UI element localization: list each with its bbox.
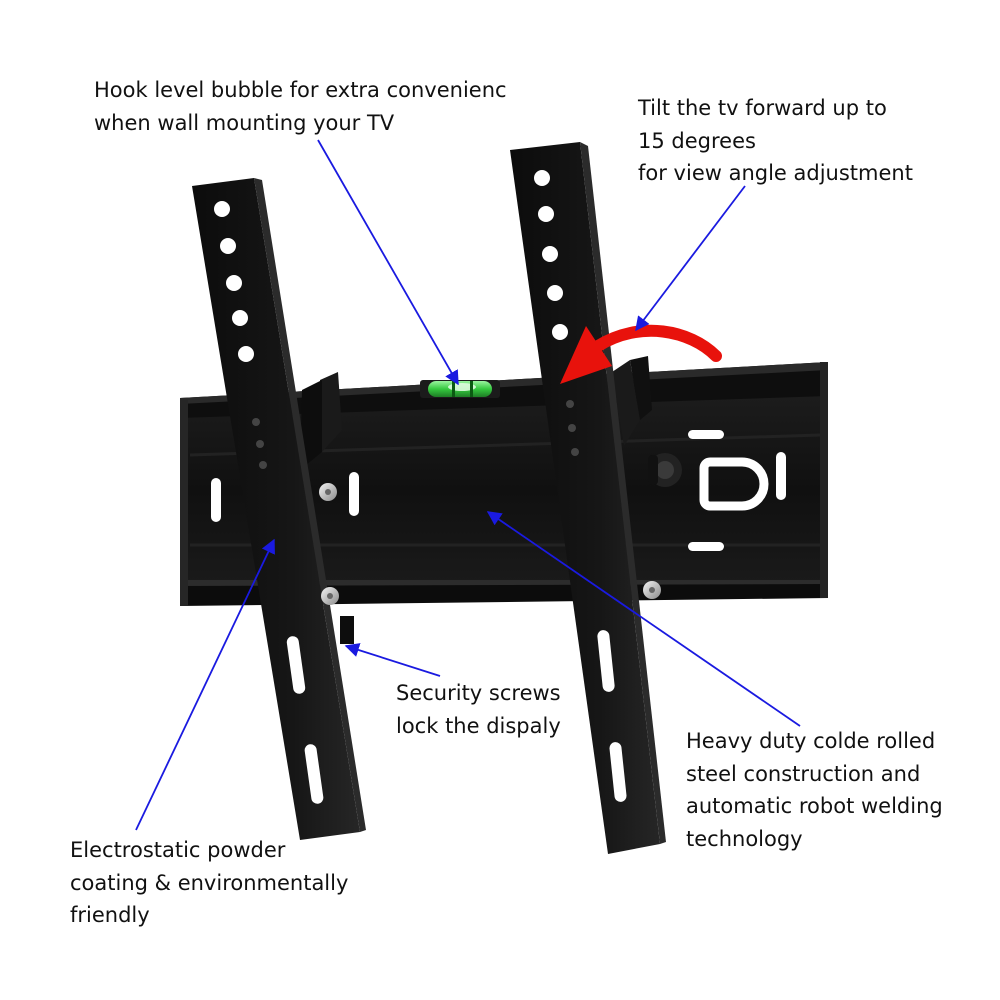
callout-line: coating & environmentally <box>70 870 349 895</box>
callout-security-screws: Security screws lock the dispaly <box>396 677 561 742</box>
left-mounting-arm <box>192 178 366 840</box>
tilt-pivot-tabs <box>300 356 652 470</box>
pointer-powder <box>135 538 275 831</box>
pointer-security-screws <box>344 643 441 677</box>
callout-powder-coating: Electrostatic powder coating & environme… <box>70 834 348 932</box>
pointer-tilt <box>635 185 746 332</box>
pointer-level-bubble <box>317 139 459 386</box>
callout-line: 15 degrees <box>638 128 756 153</box>
callout-line: Tilt the tv forward up to <box>638 96 887 120</box>
wall-plate <box>180 362 828 606</box>
level-bubble <box>420 380 500 398</box>
pointer-steel <box>486 511 801 727</box>
callout-line: Electrostatic powder <box>70 838 286 862</box>
callout-line: Hook level bubble for extra convenienc <box>94 78 507 102</box>
callout-line: technology <box>686 826 803 851</box>
right-mounting-arm <box>510 142 666 854</box>
callout-level-bubble: Hook level bubble for extra convenienc w… <box>94 74 507 139</box>
callout-line: Security screws <box>396 681 561 705</box>
callout-line: for view angle adjustment <box>638 161 913 185</box>
callout-pointers <box>135 139 801 831</box>
callout-line: Heavy duty colde rolled <box>686 729 936 753</box>
tilt-direction-arrow <box>560 324 722 384</box>
callout-steel-construction: Heavy duty colde rolled steel constructi… <box>686 725 943 855</box>
callout-line: when wall mounting your TV <box>94 110 395 135</box>
callout-line: friendly <box>70 903 150 927</box>
callout-line: automatic robot welding <box>686 794 943 818</box>
callout-line: lock the dispaly <box>396 713 561 738</box>
callout-line: steel construction and <box>686 761 921 786</box>
callout-tilt: Tilt the tv forward up to 15 degrees for… <box>638 92 913 190</box>
